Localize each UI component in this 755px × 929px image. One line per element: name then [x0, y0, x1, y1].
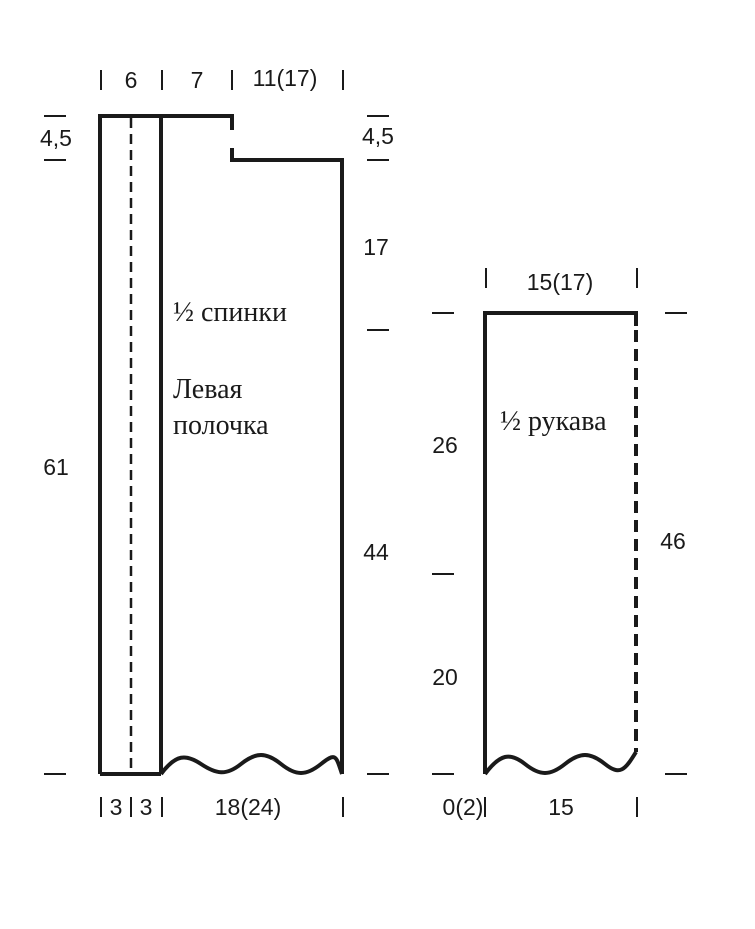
front-label-line2: полочка: [173, 410, 269, 441]
sleeve-bottom-offset: 0(2): [443, 794, 484, 820]
sleeve-wavy-hem: [483, 750, 638, 776]
sleeve-top-width: 15(17): [527, 269, 593, 295]
sleeve-total-height: 46: [660, 528, 686, 554]
wavy-hem-edge: [159, 753, 344, 776]
sleeve-upper-height: 26: [432, 432, 458, 458]
right-shoulder-height: 4,5: [362, 123, 394, 149]
bottom-width-1: 3: [110, 794, 123, 820]
armhole-height: 17: [363, 234, 389, 260]
front-back-outline: [98, 114, 344, 774]
sleeve-piece: ½ рукава 15(17) 26 20 46 0(2) 15: [432, 268, 687, 820]
sleeve-outline: [483, 311, 638, 774]
left-height-marks: [44, 115, 66, 775]
back-label: ½ спинки: [173, 297, 287, 328]
left-shoulder-height: 4,5: [40, 125, 72, 151]
bottom-width-2: 3: [140, 794, 153, 820]
sleeve-left-marks: [432, 312, 454, 775]
top-width-1: 6: [125, 67, 138, 93]
sleeve-top-ticks: [485, 268, 638, 288]
bottom-width-3: 18(24): [215, 794, 281, 820]
top-width-3: 11(17): [253, 65, 318, 91]
front-label-line1: Левая: [173, 374, 243, 405]
front-back-piece: ½ спинки Левая полочка 6 7 11(17) 4,5 61…: [40, 65, 394, 820]
top-width-ticks: [100, 70, 344, 90]
bottom-width-ticks: [100, 797, 344, 817]
sleeve-lower-height: 20: [432, 664, 458, 690]
sleeve-label: ½ рукава: [500, 406, 607, 437]
side-height: 44: [363, 539, 389, 565]
total-height: 61: [43, 454, 69, 480]
sleeve-right-marks: [665, 312, 687, 775]
right-height-marks: [367, 115, 389, 775]
top-width-2: 7: [191, 67, 204, 93]
sleeve-bottom-width: 15: [548, 794, 574, 820]
sleeve-bottom-ticks: [484, 797, 638, 817]
